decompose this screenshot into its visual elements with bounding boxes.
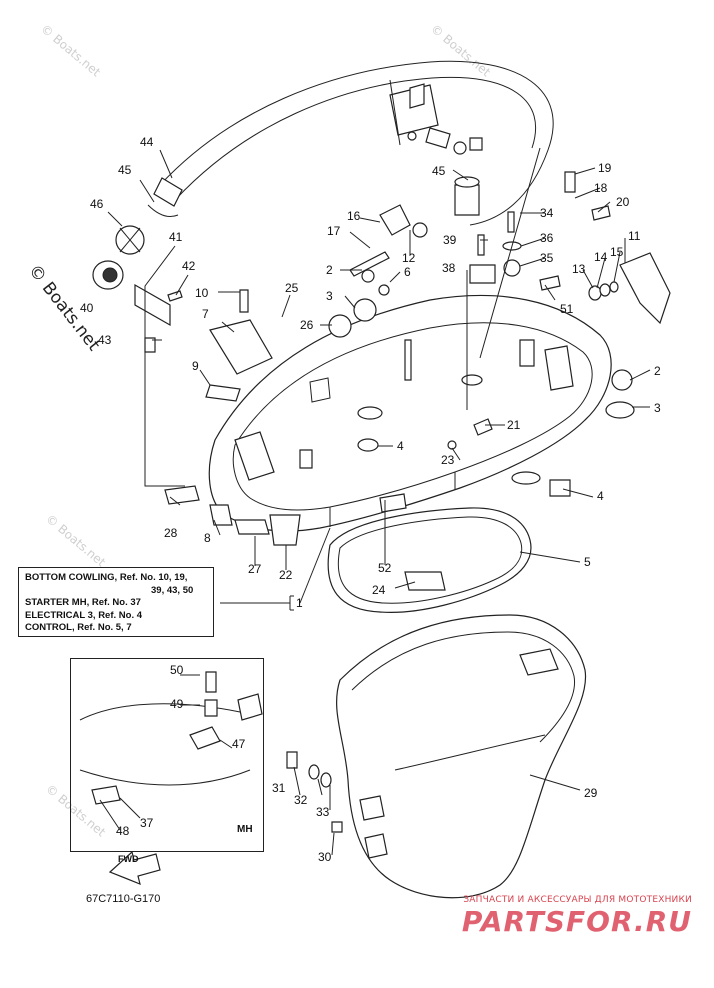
- callout-30: 30: [318, 850, 332, 864]
- callout-45: 45: [432, 164, 446, 178]
- callout-33: 33: [316, 805, 330, 819]
- callout-8: 8: [204, 531, 211, 545]
- brand-tagline: ЗАПЧАСТИ И АКСЕССУАРЫ ДЛЯ МОТОТЕХНИКИ: [463, 895, 692, 905]
- callout-47: 47: [232, 737, 246, 751]
- watermark-text: © Boats.net: [43, 512, 108, 570]
- callout-6: 6: [404, 265, 411, 279]
- callout-22: 22: [279, 568, 293, 582]
- callout-23: 23: [441, 453, 455, 467]
- legend-line: ELECTRICAL 3, Ref. No. 4: [25, 609, 143, 621]
- legend-line: 39, 43, 50: [151, 584, 194, 596]
- callouts: 1 2 2 3 3 4 4 5 6 7 8 9 10 11 12 13 14 1…: [80, 135, 661, 864]
- callout-4: 4: [397, 439, 404, 453]
- legend-line: BOTTOM COWLING, Ref. No. 10, 19,: [25, 572, 188, 583]
- callout-52: 52: [378, 561, 392, 575]
- callout-5: 5: [584, 555, 591, 569]
- callout-12: 12: [402, 251, 416, 265]
- watermark-text: © Boats.net: [38, 22, 103, 80]
- callout-34: 34: [540, 206, 554, 220]
- callout-16: 16: [347, 209, 361, 223]
- callout-11: 11: [628, 229, 641, 243]
- callout-10: 10: [195, 286, 209, 300]
- callout-18: 18: [594, 181, 608, 195]
- callout-28: 28: [164, 526, 178, 540]
- callout-44: 44: [140, 135, 154, 149]
- callout-42: 42: [182, 259, 196, 273]
- watermark-text: © Boats.net: [428, 22, 493, 80]
- diagram-code: 67C7110-G170: [86, 893, 161, 905]
- seal-gasket: [327, 507, 532, 613]
- legend-line: STARTER MH, Ref. No. 37: [25, 597, 141, 608]
- callout-7: 7: [202, 307, 209, 321]
- inset-frame: [70, 658, 264, 852]
- callout-1: 1: [296, 596, 303, 610]
- callout-2: 2: [326, 263, 333, 277]
- callout-32: 32: [294, 793, 308, 807]
- callout-39: 39: [443, 233, 457, 247]
- callout-29: 29: [584, 786, 598, 800]
- callout-48: 48: [116, 824, 130, 838]
- callout-38: 38: [442, 261, 456, 275]
- callout-45: 45: [118, 163, 132, 177]
- callout-35: 35: [540, 251, 554, 265]
- callout-14: 14: [594, 250, 608, 264]
- callout-25: 25: [285, 281, 299, 295]
- callout-26: 26: [300, 318, 314, 332]
- callout-3: 3: [326, 289, 333, 303]
- callout-19: 19: [598, 161, 612, 175]
- fwd-arrow: [108, 850, 161, 885]
- fwd-label: FWD: [118, 854, 139, 864]
- callout-36: 36: [540, 231, 554, 245]
- callout-4: 4: [597, 489, 604, 503]
- brand-logo[interactable]: PARTSFOR.RU: [461, 905, 692, 938]
- callout-9: 9: [192, 359, 199, 373]
- brand-block[interactable]: ЗАПЧАСТИ И АКСЕССУАРЫ ДЛЯ МОТОТЕХНИКИ PA…: [392, 895, 692, 938]
- callout-41: 41: [169, 230, 183, 244]
- callout-46: 46: [90, 197, 104, 211]
- inset-label: MH: [237, 824, 253, 835]
- callout-37: 37: [140, 816, 154, 830]
- callout-17: 17: [327, 224, 341, 238]
- leader-lines: [107, 147, 651, 856]
- inset-drawing: [79, 671, 263, 831]
- top-bracket: [389, 79, 467, 155]
- callout-3: 3: [654, 401, 661, 415]
- callout-43: 43: [98, 333, 112, 347]
- callout-51: 51: [560, 302, 574, 316]
- callout-13: 13: [572, 262, 586, 276]
- callout-20: 20: [616, 195, 630, 209]
- hose-end: [153, 177, 183, 207]
- lower-cowling: [336, 614, 587, 899]
- callout-31: 31: [272, 781, 286, 795]
- callout-24: 24: [372, 583, 386, 597]
- callout-50: 50: [170, 663, 184, 677]
- hose-curve: [159, 60, 554, 226]
- callout-15: 15: [610, 245, 624, 259]
- callout-27: 27: [248, 562, 262, 576]
- callout-2: 2: [654, 364, 661, 378]
- legend-line: CONTROL, Ref. No. 5, 7: [25, 622, 132, 633]
- callout-40: 40: [80, 301, 94, 315]
- bottom-cowling: [208, 294, 612, 532]
- callout-21: 21: [507, 418, 521, 432]
- reference-legend: BOTTOM COWLING, Ref. No. 10, 19, 39, 43,…: [18, 567, 214, 637]
